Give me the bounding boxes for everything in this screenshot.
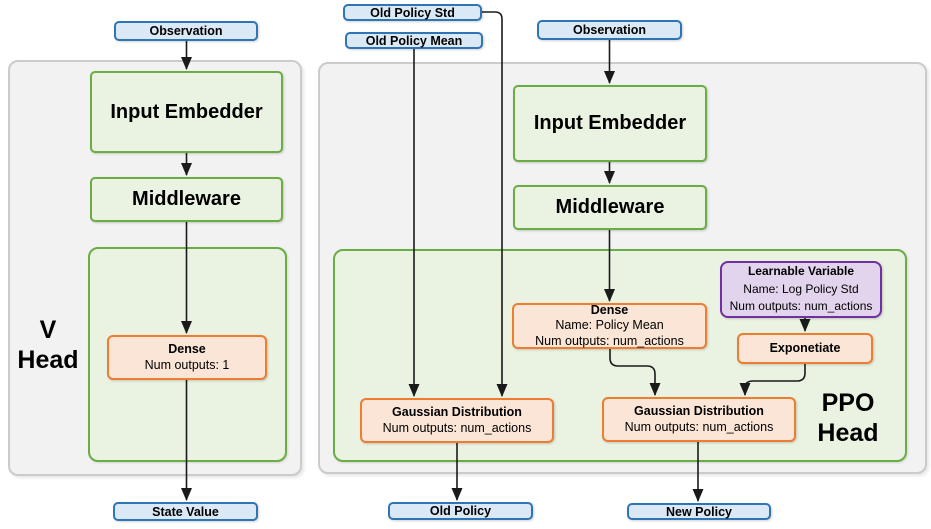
v-observation-node: Observation — [114, 21, 258, 41]
v-middleware-node: Middleware — [90, 177, 283, 222]
ppo-observation-node: Observation — [537, 20, 682, 40]
v-head-title-line2: Head — [17, 346, 79, 374]
v-head-title-line1: V — [39, 316, 57, 344]
old-policy-mean-node: Old Policy Mean — [345, 32, 483, 49]
v-input-embedder-node: Input Embedder — [90, 71, 283, 153]
gaussian-distribution-old-node: Gaussian Distribution Num outputs: num_a… — [360, 398, 554, 443]
ppo-dense-node: Dense Name: Policy Mean Num outputs: num… — [512, 303, 707, 349]
exponetiate-node: Exponetiate — [737, 333, 873, 364]
new-policy-label: New Policy — [666, 504, 732, 519]
v-middleware-label: Middleware — [132, 188, 241, 210]
ppo-head-title: PPO Head — [800, 388, 896, 448]
state-value-label: State Value — [152, 504, 219, 519]
ppo-dense-outputs: Num outputs: num_actions — [535, 333, 684, 348]
gaussian-old-title: Gaussian Distribution — [392, 405, 522, 420]
ppo-head-title-line2: Head — [817, 419, 879, 447]
gaussian-new-outputs: Num outputs: num_actions — [624, 419, 774, 434]
ppo-middleware-node: Middleware — [513, 185, 707, 230]
v-dense-node: Dense Num outputs: 1 — [107, 335, 267, 380]
gaussian-new-title: Gaussian Distribution — [634, 404, 764, 419]
ppo-input-embedder-label: Input Embedder — [533, 112, 687, 134]
ppo-observation-label: Observation — [573, 23, 646, 37]
learnable-variable-title: Learnable Variable — [747, 264, 855, 279]
gaussian-old-outputs: Num outputs: num_actions — [382, 420, 532, 435]
ppo-dense-name: Name: Policy Mean — [555, 318, 664, 333]
learnable-variable-name: Name: Log Policy Std — [743, 281, 859, 296]
state-value-node: State Value — [113, 502, 258, 521]
learnable-variable-node: Learnable Variable Name: Log Policy Std … — [720, 261, 882, 318]
learnable-variable-outputs: Num outputs: num_actions — [729, 299, 873, 314]
v-observation-label: Observation — [149, 24, 223, 38]
v-head-title: V Head — [10, 315, 86, 375]
old-policy-node: Old Policy — [388, 502, 533, 520]
v-dense-title: Dense — [168, 342, 206, 357]
gaussian-distribution-new-node: Gaussian Distribution Num outputs: num_a… — [602, 397, 796, 442]
v-input-embedder-label: Input Embedder — [110, 100, 263, 123]
old-policy-std-label: Old Policy Std — [370, 5, 455, 20]
old-policy-label: Old Policy — [429, 504, 492, 518]
ppo-head-title-line1: PPO — [821, 389, 875, 417]
old-policy-std-node: Old Policy Std — [343, 4, 482, 21]
exponetiate-label: Exponetiate — [769, 340, 841, 355]
old-policy-mean-label: Old Policy Mean — [365, 33, 463, 48]
ppo-middleware-label: Middleware — [555, 196, 665, 218]
new-policy-node: New Policy — [627, 503, 771, 520]
v-dense-outputs: Num outputs: 1 — [144, 357, 230, 372]
ppo-dense-title: Dense — [590, 303, 629, 318]
ppo-input-embedder-node: Input Embedder — [513, 85, 707, 162]
